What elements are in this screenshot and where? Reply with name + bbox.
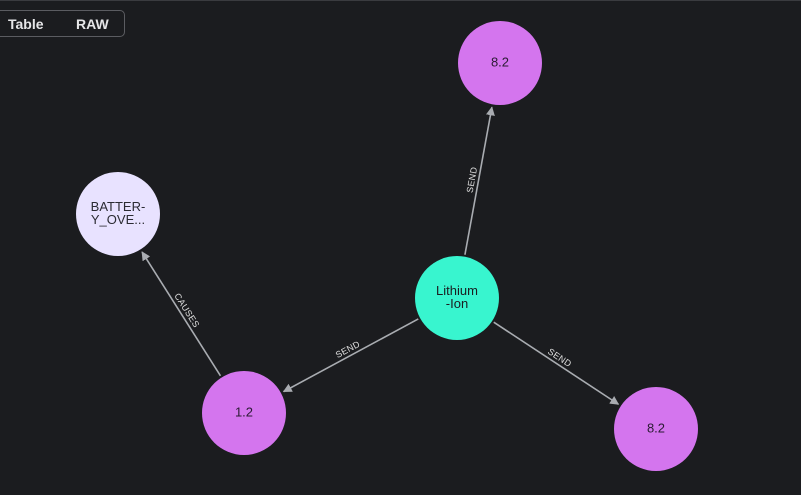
edge-v_left-battery[interactable]: [141, 251, 222, 377]
node-circle[interactable]: [458, 21, 542, 105]
edge-lithium-v_top[interactable]: [464, 106, 495, 255]
node-circle[interactable]: [202, 371, 286, 455]
edge-lithium-v_left[interactable]: [282, 318, 419, 393]
node-label: Lithium: [436, 283, 478, 298]
node-label: 8.2: [491, 54, 509, 69]
edge-label: SEND: [465, 166, 480, 194]
edge-lithium-v_right[interactable]: [493, 321, 620, 405]
node-label: Y_OVE...: [91, 212, 145, 227]
graph-node-v_right[interactable]: 8.2: [614, 387, 698, 471]
node-circle[interactable]: [415, 256, 499, 340]
tab-raw[interactable]: RAW: [76, 16, 109, 32]
tab-table[interactable]: Table: [8, 16, 44, 32]
node-label: 8.2: [647, 420, 665, 435]
nodes-layer: Lithium-Ion 8.2 8.2 1.2 BATTER-Y_OVE...: [76, 21, 698, 471]
graph-node-v_left[interactable]: 1.2: [202, 371, 286, 455]
node-circle[interactable]: [614, 387, 698, 471]
graph-node-battery[interactable]: BATTER-Y_OVE...: [76, 172, 160, 256]
graph-node-v_top[interactable]: 8.2: [458, 21, 542, 105]
view-mode-toggle: Table RAW: [0, 10, 125, 37]
node-circle[interactable]: [76, 172, 160, 256]
node-label: BATTER-: [91, 199, 146, 214]
node-label: 1.2: [235, 404, 253, 419]
graph-node-lithium[interactable]: Lithium-Ion: [415, 256, 499, 340]
node-label: -Ion: [446, 296, 468, 311]
